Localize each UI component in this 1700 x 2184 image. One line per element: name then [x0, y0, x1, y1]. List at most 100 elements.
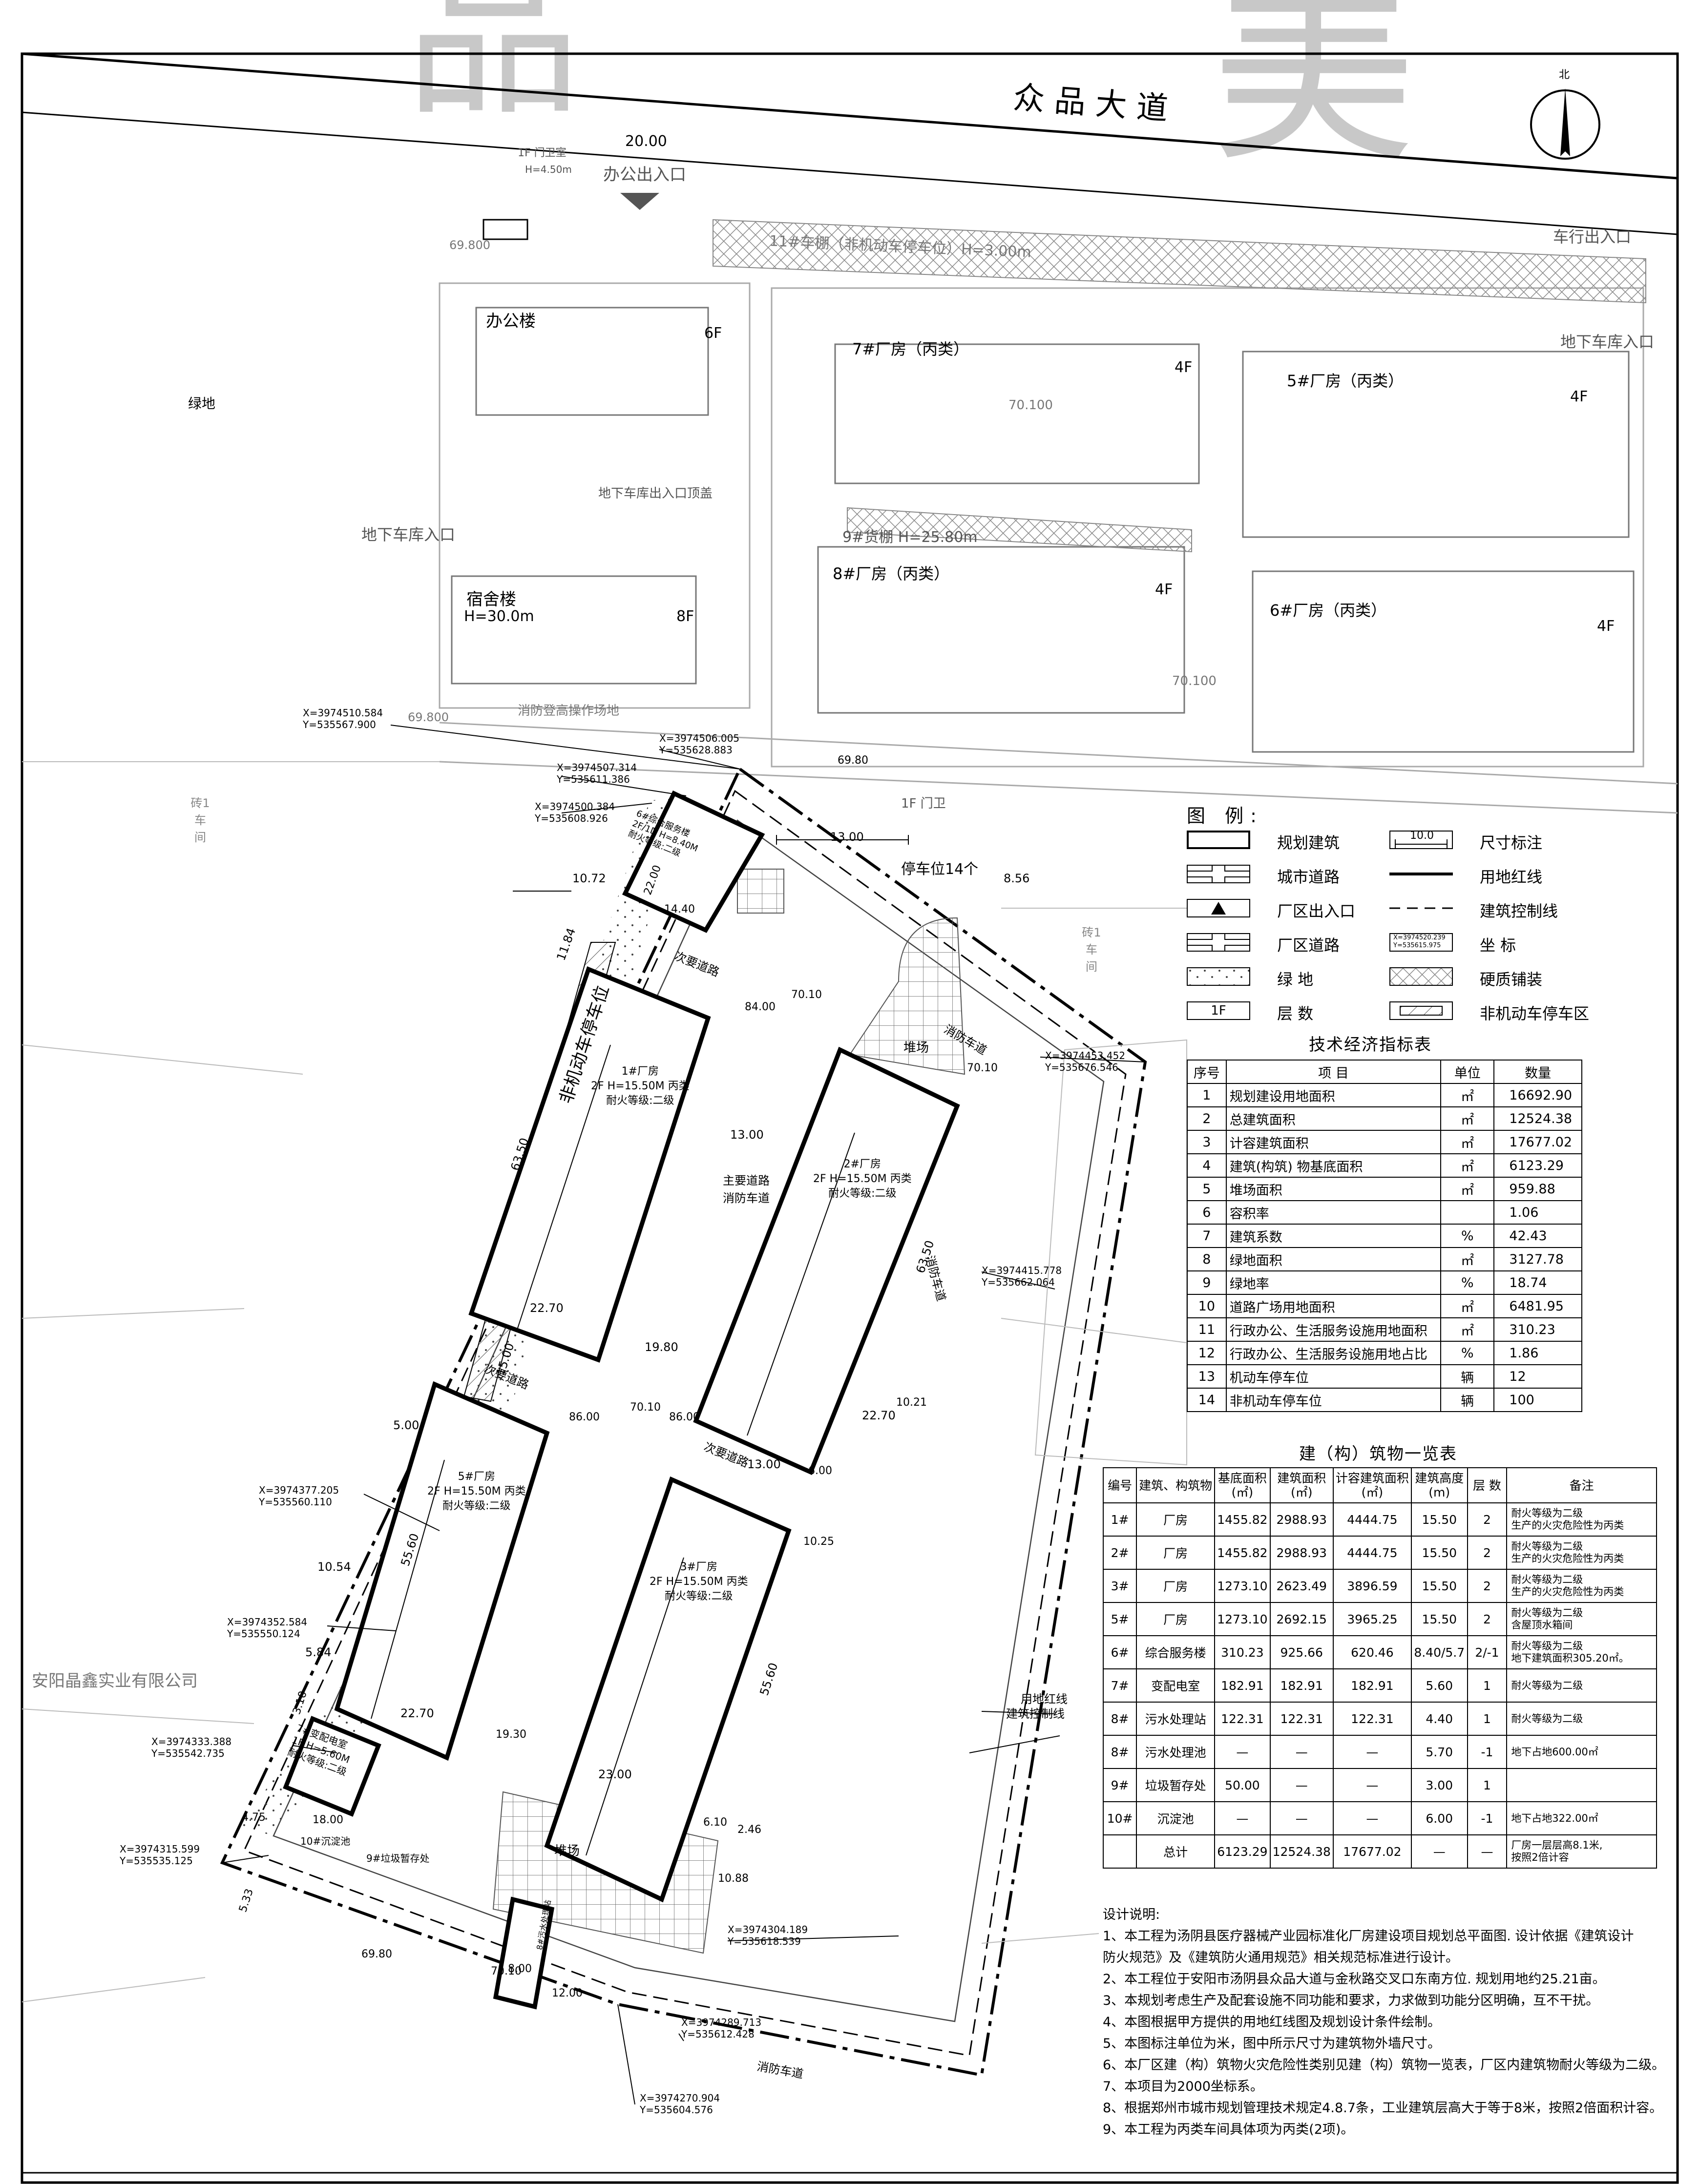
building-cell: 122.31	[1332, 1702, 1412, 1736]
elev-69-1: 69.800	[449, 238, 490, 252]
legend-item: 用地红线	[1389, 862, 1580, 886]
building-cell: 925.66	[1269, 1635, 1334, 1669]
building-cell: —	[1467, 1834, 1508, 1869]
plant6-label: 6#厂房（丙类）	[1270, 601, 1387, 620]
tech-cell: 堆场面积	[1225, 1177, 1442, 1201]
building-cell: 122.31	[1269, 1702, 1334, 1736]
building-cell: 5.70	[1410, 1735, 1468, 1769]
tech-cell: 1.86	[1493, 1341, 1582, 1365]
note-line: 9、本工程为丙类车间具体项为丙类(2项)。	[1103, 2122, 1354, 2137]
north-arrow	[1530, 88, 1600, 160]
building-cell: 1	[1467, 1702, 1508, 1736]
tech-cell: 9	[1187, 1270, 1227, 1295]
tech-cell: 建筑(构筑) 物基底面积	[1225, 1153, 1442, 1178]
building-cell: 6.00	[1410, 1801, 1468, 1835]
note-line: 7、本项目为2000坐标系。	[1103, 2079, 1263, 2094]
dim: 5.00	[393, 1418, 420, 1432]
legend-item: 厂区道路	[1187, 930, 1377, 955]
tech-cell: 14	[1187, 1388, 1227, 1412]
building-cell: 1	[1467, 1668, 1508, 1703]
building-cell: 污水处理池	[1136, 1735, 1216, 1769]
tech-cell: ㎡	[1440, 1106, 1495, 1131]
road-elev: 70.10	[791, 989, 822, 1001]
tech-cell: 容积率	[1225, 1200, 1442, 1225]
building-cell: 厂房	[1136, 1602, 1216, 1636]
office-floors: 6F	[704, 325, 722, 342]
building-cell: 620.46	[1332, 1635, 1412, 1669]
dim: 86.00	[569, 1411, 600, 1423]
design-notes: 设计说明: 1、本工程为汤阴县医疗器械产业园标准化厂房建设项目规划总平面图. 设…	[1103, 1904, 1689, 2141]
tech-cell: 8	[1187, 1247, 1227, 1271]
gate-office-label: 1F 门卫室	[518, 147, 567, 159]
road-elev: 69.80	[361, 1948, 392, 1960]
tech-cell: 13	[1187, 1364, 1227, 1389]
legend-item: 厂区出入口	[1187, 896, 1377, 920]
plant7-floors: 4F	[1175, 359, 1193, 376]
building-cell: 4.40	[1410, 1702, 1468, 1736]
building-cell: 1455.82	[1214, 1502, 1271, 1537]
building-cell: -1	[1467, 1801, 1508, 1835]
coordinate-symbol: X=3974520.239 Y=535615.975	[1389, 933, 1453, 952]
building-cell: —	[1332, 1735, 1412, 1769]
road-elev: 70.10	[491, 1965, 522, 1977]
building-cell: 厂房	[1136, 1502, 1216, 1537]
dims	[513, 835, 909, 892]
legend-item: 绿 地	[1187, 964, 1377, 989]
building-cell: 3.00	[1410, 1768, 1468, 1802]
tech-cell: 12524.38	[1493, 1106, 1582, 1131]
building-table-title: 建（构）筑物一览表	[1299, 1444, 1457, 1464]
legend-item: X=3974520.239 Y=535615.975 坐 标	[1389, 930, 1580, 955]
tech-cell: 12	[1493, 1364, 1582, 1389]
planned-buildings	[283, 790, 960, 2010]
shed9-hatch	[847, 507, 1192, 553]
building-cell: 5#	[1102, 1602, 1137, 1636]
building-cell: 2	[1467, 1602, 1508, 1636]
dorm-height: H=30.0m	[464, 608, 534, 625]
tech-table-title: 技术经济指标表	[1309, 1035, 1432, 1055]
building-cell: —	[1269, 1768, 1334, 1802]
building-cell: 厂房一层层高8.1米,按照2倍计容	[1506, 1834, 1657, 1869]
building-cell	[1506, 1768, 1657, 1802]
tech-header-row: 序号 项 目 单位 数量	[1187, 1060, 1582, 1084]
tech-cell: 道路广场用地面积	[1225, 1294, 1442, 1318]
dim: 2.46	[737, 1824, 761, 1836]
nonmotor-symbol	[1389, 1001, 1453, 1020]
gate-1f-label: 1F 门卫	[901, 796, 946, 811]
tech-cell: 1.06	[1493, 1200, 1582, 1225]
tech-cell: 绿地面积	[1225, 1247, 1442, 1271]
legend-item: 硬质铺装	[1389, 964, 1580, 989]
dim: 10.88	[718, 1872, 749, 1885]
notes-lines: 1、本工程为汤阴县医疗器械产业园标准化厂房建设项目规划总平面图. 设计依据《建筑…	[1103, 1926, 1689, 2141]
tech-cell: ㎡	[1440, 1247, 1495, 1271]
floor-sample: 1F	[1187, 1001, 1250, 1020]
gate-room	[483, 219, 528, 240]
tech-cell: 3127.78	[1493, 1247, 1582, 1271]
building-cell: 6123.29	[1214, 1834, 1271, 1869]
building-cell: 综合服务楼	[1136, 1635, 1216, 1669]
building-cell: —	[1332, 1801, 1412, 1835]
road-elev: 70.10	[630, 1401, 661, 1414]
dim: 8.56	[1004, 872, 1030, 885]
dim: 86.00	[669, 1411, 700, 1423]
tech-cell: 6	[1187, 1200, 1227, 1225]
paving-fan	[849, 917, 965, 1075]
building-cell: —	[1269, 1801, 1334, 1835]
dorm-label: 宿舍楼	[466, 590, 516, 609]
redline-label: 用地红线	[1021, 1692, 1068, 1706]
elev-plant7: 70.100	[1008, 398, 1053, 413]
tech-cell: %	[1440, 1270, 1495, 1295]
dim: 4.75	[242, 1811, 266, 1824]
tech-cell: 18.74	[1493, 1270, 1582, 1295]
building-header-cell: 备注	[1506, 1467, 1657, 1503]
site-redline	[220, 767, 1147, 2077]
